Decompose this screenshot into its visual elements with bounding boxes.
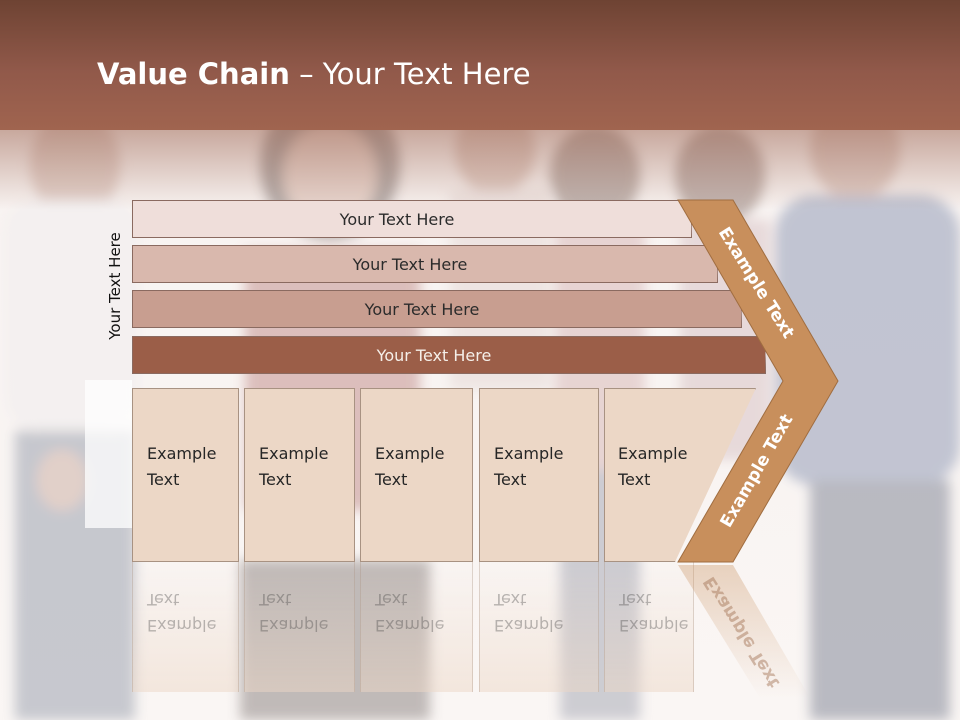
primary-box-5-line2: Text <box>618 470 651 489</box>
primary-box-2-line2: Text <box>259 470 292 489</box>
primary-box-4: Example Text <box>479 388 599 562</box>
title-bold: Value Chain <box>97 57 290 91</box>
support-bar-2: Your Text Here <box>132 245 718 283</box>
header-fade <box>0 120 960 210</box>
slide-title: Value Chain – Your Text Here <box>97 52 531 96</box>
primary-box-1-line1: Example <box>147 444 217 463</box>
primary-box-3-line2: Text <box>375 470 408 489</box>
support-bar-3: Your Text Here <box>132 290 742 328</box>
support-bar-4: Your Text Here <box>132 336 766 374</box>
support-bar-1: Your Text Here <box>132 200 692 238</box>
primary-box-5-line1: Example <box>618 444 688 463</box>
side-label: Your Text Here <box>106 232 124 340</box>
support-bar-2-label: Your Text Here <box>352 254 468 274</box>
primary-box-2-line1: Example <box>259 444 329 463</box>
title-rest: – Your Text Here <box>289 57 531 91</box>
header-band <box>0 0 960 130</box>
primary-box-1: Example Text <box>132 388 239 562</box>
primary-box-2: Example Text <box>244 388 355 562</box>
primary-box-3: Example Text <box>360 388 473 562</box>
primary-box-4-line1: Example <box>494 444 564 463</box>
primary-box-1-line2: Text <box>147 470 180 489</box>
primary-box-4-line2: Text <box>494 470 527 489</box>
left-panel <box>85 380 132 528</box>
primary-box-3-line1: Example <box>375 444 445 463</box>
support-bar-4-label: Your Text Here <box>376 345 492 365</box>
support-bar-1-label: Your Text Here <box>339 209 455 229</box>
support-bar-3-label: Your Text Here <box>364 299 480 319</box>
